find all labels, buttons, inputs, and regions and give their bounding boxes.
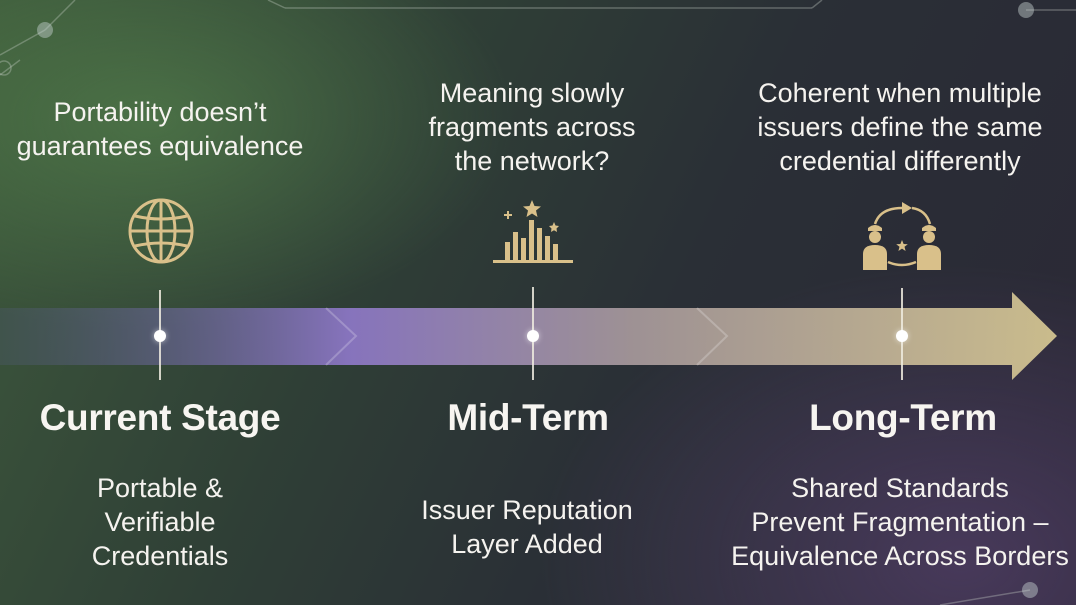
challenge-text-current: Portability doesn’t guarantees equivalen… [16, 97, 304, 161]
stage-title-current: Current Stage [39, 397, 281, 438]
challenge-text-mid: Meaning slowly fragments across the netw… [428, 78, 636, 176]
stage-title-long: Long-Term [809, 397, 997, 438]
globe-icon [128, 198, 194, 264]
people-cycle-icon [863, 202, 941, 270]
stage-description-mid: Issuer Reputation Layer Added [421, 495, 633, 559]
timeline-marker-mid [527, 330, 539, 342]
timeline-marker-current [154, 330, 166, 342]
timeline-marker-long [896, 330, 908, 342]
stage-description-long: Shared Standards Prevent Fragmentation –… [731, 473, 1069, 571]
stage-description-current: Portable & Verifiable Credentials [91, 473, 229, 571]
challenge-text-long: Coherent when multiple issuers define th… [757, 78, 1043, 176]
stage-title-mid: Mid-Term [447, 397, 609, 438]
bar-chart-stars-icon [493, 200, 573, 263]
